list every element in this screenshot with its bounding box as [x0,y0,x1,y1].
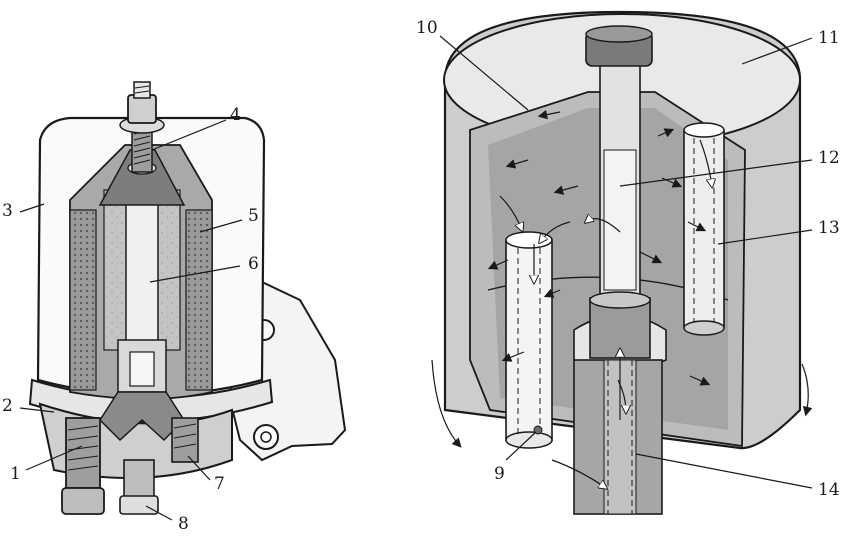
callout-3: 3 [2,201,13,221]
callout-9: 9 [494,464,505,484]
callout-4: 4 [230,105,241,125]
top-bolt-assembly [119,81,165,173]
callout-7: 7 [214,474,225,494]
right-rotor-assembly [431,10,813,515]
bottom-valve-assembly [99,339,185,442]
oil-path-arrows [499,139,712,488]
callout-leaders [19,35,813,521]
callout-14: 14 [818,480,840,500]
callout-10: 10 [416,18,438,38]
relief-valve-right [171,417,199,463]
rotation-arrow-right [801,363,813,417]
left-filter-assembly [28,81,347,515]
callout-2: 2 [2,396,13,416]
callout-13: 13 [818,218,840,238]
flow-arrows [487,109,711,386]
callout-12: 12 [818,148,840,168]
callout-11: 11 [818,28,840,48]
outlet-tube-right [683,122,725,336]
callout-1: 1 [10,464,21,484]
callout-8: 8 [178,514,189,534]
callout-5: 5 [248,206,259,226]
rotation-arrow-left [431,359,462,448]
central-tube [125,179,159,361]
drain-plug-left [61,417,105,515]
nozzle-tube-left [505,231,553,449]
filter-element-outer-right [185,209,213,391]
callout-6: 6 [248,254,259,274]
filter-element-outer-left [69,209,97,391]
bottom-fitting [119,459,159,515]
